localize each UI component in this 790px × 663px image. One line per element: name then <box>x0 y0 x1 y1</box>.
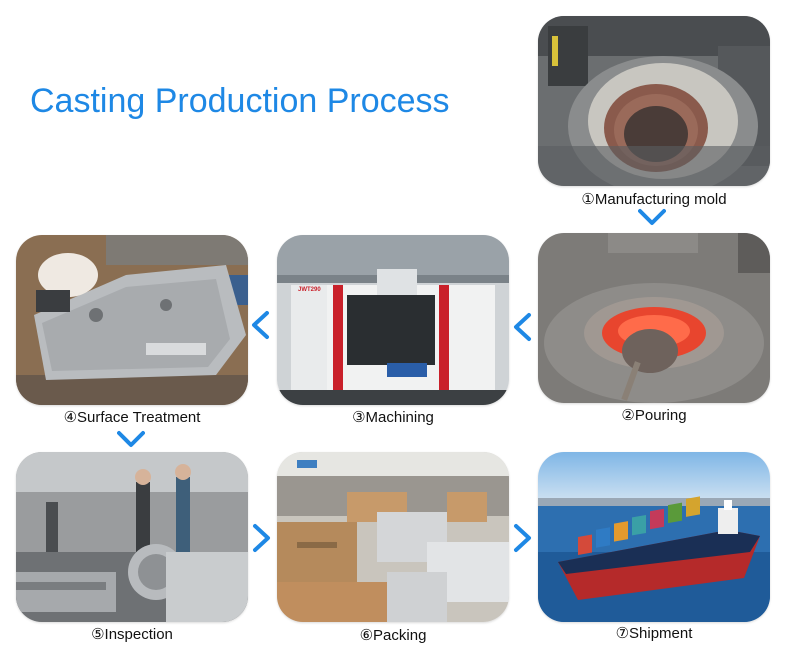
arrow-right-icon <box>513 523 533 553</box>
step-2-label: ②Pouring <box>621 407 687 424</box>
step-5-label: ⑤Inspection <box>91 626 173 643</box>
step-7-label: ⑦Shipment <box>615 625 693 642</box>
page-title: Casting Production Process <box>30 82 450 120</box>
step-4-photo-surface-treatment <box>16 235 248 405</box>
step-2-photo-pouring <box>538 233 770 403</box>
step-3-label: ③Machining <box>352 409 434 426</box>
arrow-down-icon <box>117 430 145 448</box>
arrow-right-icon <box>252 523 272 553</box>
arrow-down-icon <box>638 208 666 226</box>
step-1-label: ①Manufacturing mold <box>581 191 727 208</box>
step-3-photo-machining <box>277 235 509 405</box>
step-1-photo-mold <box>538 16 770 186</box>
arrow-left-icon <box>512 312 532 342</box>
step-4-label: ④Surface Treatment <box>63 409 201 426</box>
step-6-label: ⑥Packing <box>359 627 427 644</box>
machine-sign: JWT290 <box>298 287 321 293</box>
step-7-photo-shipment <box>538 452 770 622</box>
step-5-photo-inspection <box>16 452 248 622</box>
step-6-photo-packing <box>277 452 509 622</box>
arrow-left-icon <box>250 310 270 340</box>
